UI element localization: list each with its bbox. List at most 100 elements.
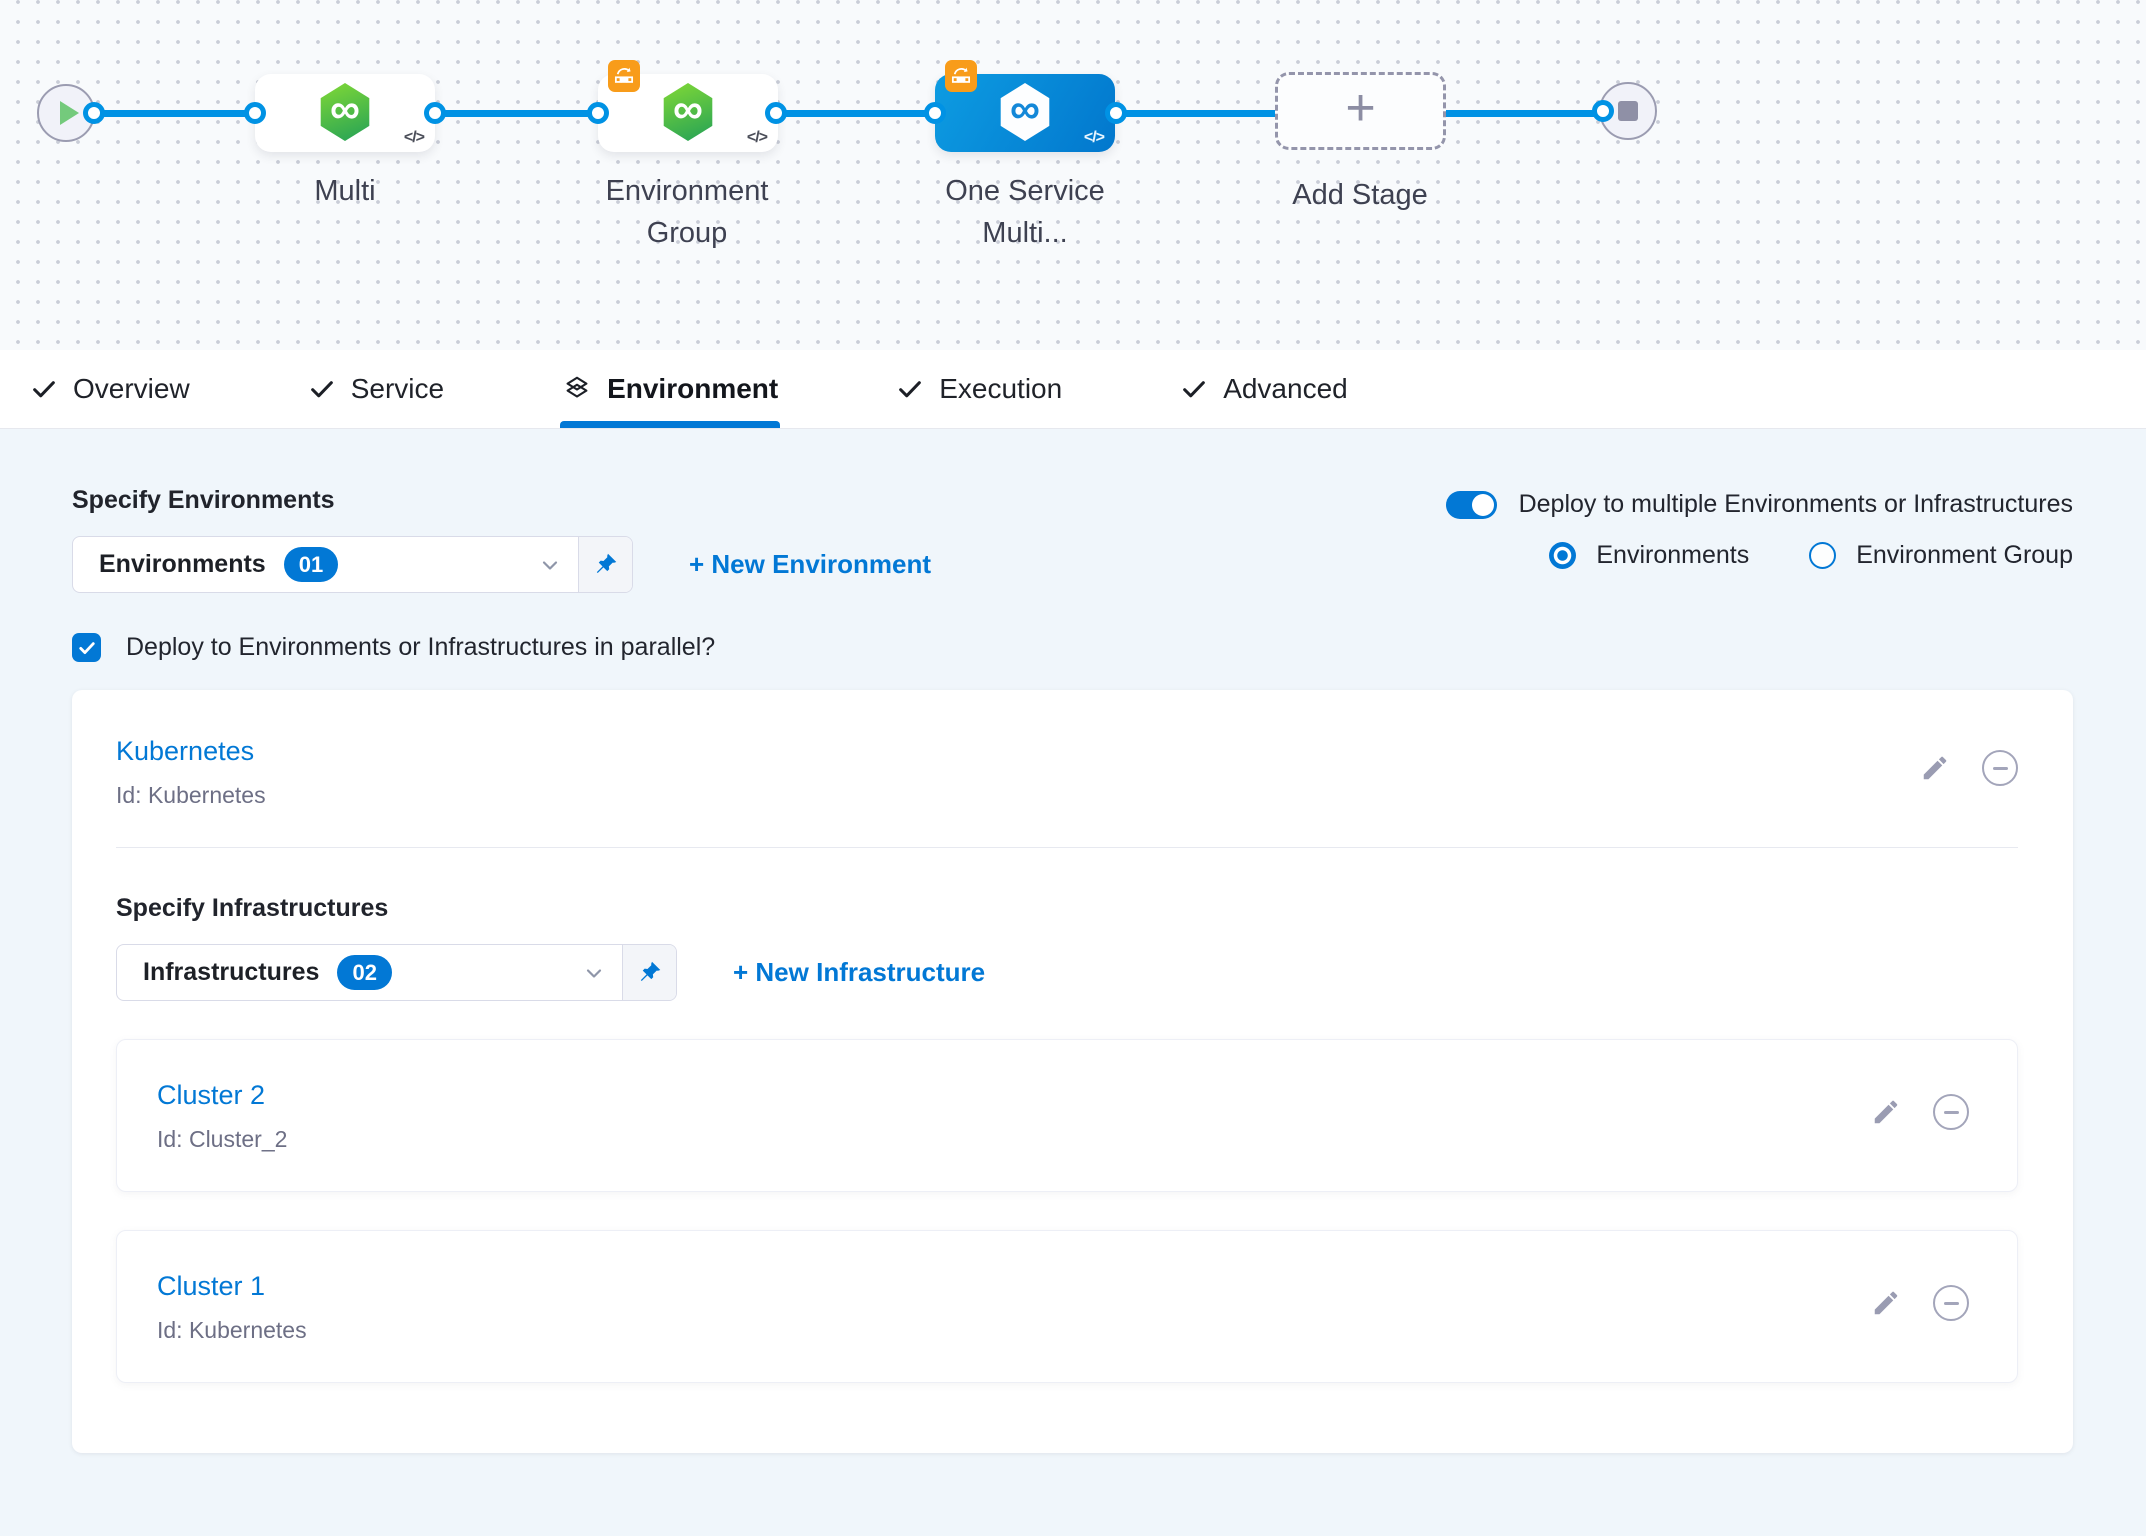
infrastructure-card-cluster-2: Cluster 2 Id: Cluster_2 — [116, 1039, 2018, 1192]
chevron-down-icon — [538, 553, 562, 577]
radio-selected-icon[interactable] — [1549, 542, 1577, 569]
environments-select[interactable]: Environments 01 — [72, 536, 633, 593]
infrastructure-name-link[interactable]: Cluster 1 — [157, 1271, 266, 1301]
check-icon — [78, 641, 95, 654]
infinity-icon: ∞ — [330, 85, 360, 132]
environments-count-badge: 01 — [283, 547, 339, 582]
code-icon: </> — [1083, 129, 1105, 146]
infinity-icon: ∞ — [673, 85, 703, 132]
stage-label: Multi — [314, 175, 376, 207]
pencil-icon — [1874, 1100, 1898, 1124]
radio-environments-label: Environments — [1596, 541, 1750, 569]
infrastructures-select[interactable]: Infrastructures 02 — [116, 944, 677, 1001]
environment-name-link[interactable]: Kubernetes — [116, 736, 255, 766]
infrastructure-name-link[interactable]: Cluster 2 — [157, 1080, 266, 1110]
tab-label: Execution — [939, 373, 1063, 404]
remove-infrastructure-button[interactable] — [1933, 1094, 1969, 1130]
specify-environments-label: Specify Environments — [72, 486, 335, 514]
pin-icon — [640, 961, 661, 982]
code-icon: </> — [746, 129, 768, 146]
add-stage-label: Add Stage — [1292, 179, 1428, 211]
tab-execution[interactable]: Execution — [896, 350, 1062, 428]
chevron-down-icon — [582, 961, 606, 985]
connector-port — [924, 102, 946, 124]
add-stage-button[interactable]: + — [1275, 72, 1446, 150]
new-environment-link[interactable]: + New Environment — [689, 549, 931, 579]
tab-label: Environment — [607, 373, 779, 404]
remove-environment-button[interactable] — [1982, 750, 2018, 786]
infrastructure-card-cluster-1: Cluster 1 Id: Kubernetes — [116, 1230, 2018, 1383]
pencil-icon — [1874, 1291, 1898, 1315]
tab-overview[interactable]: Overview — [30, 350, 190, 428]
infinity-icon: ∞ — [1010, 85, 1040, 132]
tab-label: Advanced — [1223, 373, 1348, 404]
radio-environment-group[interactable]: Environment Group — [1809, 541, 2073, 570]
plus-icon: + — [1345, 79, 1376, 137]
check-icon — [896, 375, 924, 403]
environment-layers-icon — [562, 374, 592, 404]
infrastructures-count-badge: 02 — [337, 955, 392, 990]
tab-environment[interactable]: Environment — [560, 350, 781, 428]
deployment-stage-icon: ∞ — [320, 83, 370, 141]
radio-environment-group-label: Environment Group — [1856, 541, 2073, 569]
check-icon — [30, 375, 58, 403]
connector-port — [1105, 102, 1127, 124]
edit-infrastructure-button[interactable] — [1871, 1097, 1901, 1127]
play-icon — [60, 101, 79, 125]
connector-port — [765, 102, 787, 124]
connector-port — [587, 102, 609, 124]
stage-node-one-service-multi[interactable]: ∞ </> — [935, 60, 1115, 152]
parallel-checkbox-label: Deploy to Environments or Infrastructure… — [126, 633, 716, 661]
environment-id: Id: Kubernetes — [116, 782, 266, 808]
stage-node-environment-group[interactable]: ∞ </> — [598, 60, 778, 152]
code-icon: </> — [403, 129, 425, 146]
deploy-multiple-toggle[interactable] — [1445, 490, 1497, 519]
tab-label: Overview — [73, 373, 190, 404]
infrastructure-id: Id: Kubernetes — [157, 1317, 307, 1343]
stage-label: One Service Multi... — [945, 175, 1105, 249]
check-icon — [308, 375, 336, 403]
specify-infrastructures-label: Specify Infrastructures — [116, 894, 389, 922]
stage-label: Environment Group — [605, 175, 769, 249]
environment-panel: Kubernetes Id: Kubernetes Specify Infras… — [72, 690, 2073, 1453]
edit-environment-button[interactable] — [1920, 753, 1950, 783]
minus-icon — [1943, 1301, 1959, 1305]
radio-unselected-icon[interactable] — [1809, 542, 1837, 569]
minus-icon — [1992, 766, 2008, 770]
stop-icon — [1618, 101, 1638, 121]
connector-port — [424, 102, 446, 124]
pencil-icon — [1923, 756, 1947, 780]
pin-icon — [596, 553, 617, 574]
edit-infrastructure-button[interactable] — [1871, 1288, 1901, 1318]
pin-button[interactable] — [578, 537, 632, 592]
remove-infrastructure-button[interactable] — [1933, 1285, 1969, 1321]
pipeline-start-button[interactable] — [37, 84, 95, 142]
rolling-deploy-badge-icon — [608, 60, 640, 92]
deployment-stage-icon: ∞ — [1000, 83, 1050, 141]
toggle-knob — [1471, 493, 1494, 516]
environments-select-value[interactable]: Environments 01 — [73, 537, 578, 592]
tab-advanced[interactable]: Advanced — [1180, 350, 1348, 428]
deployment-stage-icon: ∞ — [663, 83, 713, 141]
connector-port — [244, 102, 266, 124]
stage-config-tabbar: Overview Service Environment Execution — [0, 350, 2146, 428]
new-infrastructure-link[interactable]: + New Infrastructure — [733, 957, 986, 987]
pipeline-canvas[interactable]: ∞ </> ∞ </> — [0, 0, 2146, 350]
rolling-deploy-badge-icon — [945, 60, 977, 92]
stage-node-multi[interactable]: ∞ </> — [255, 74, 435, 152]
connector-port — [1592, 100, 1614, 122]
environment-row-kubernetes: Kubernetes Id: Kubernetes — [116, 736, 2018, 809]
parallel-checkbox[interactable] — [72, 633, 101, 662]
tab-service[interactable]: Service — [308, 350, 444, 428]
minus-icon — [1943, 1110, 1959, 1114]
tab-label: Service — [350, 373, 445, 404]
connector-port — [83, 102, 105, 124]
divider — [116, 847, 2018, 848]
infrastructures-select-value[interactable]: Infrastructures 02 — [117, 945, 622, 1000]
environments-select-text: Environments — [99, 550, 266, 578]
pin-button[interactable] — [622, 945, 676, 1000]
deploy-options-block: Deploy to multiple Environments or Infra… — [1445, 486, 2073, 570]
infrastructures-select-text: Infrastructures — [143, 958, 320, 986]
radio-environments[interactable]: Environments — [1549, 541, 1749, 570]
